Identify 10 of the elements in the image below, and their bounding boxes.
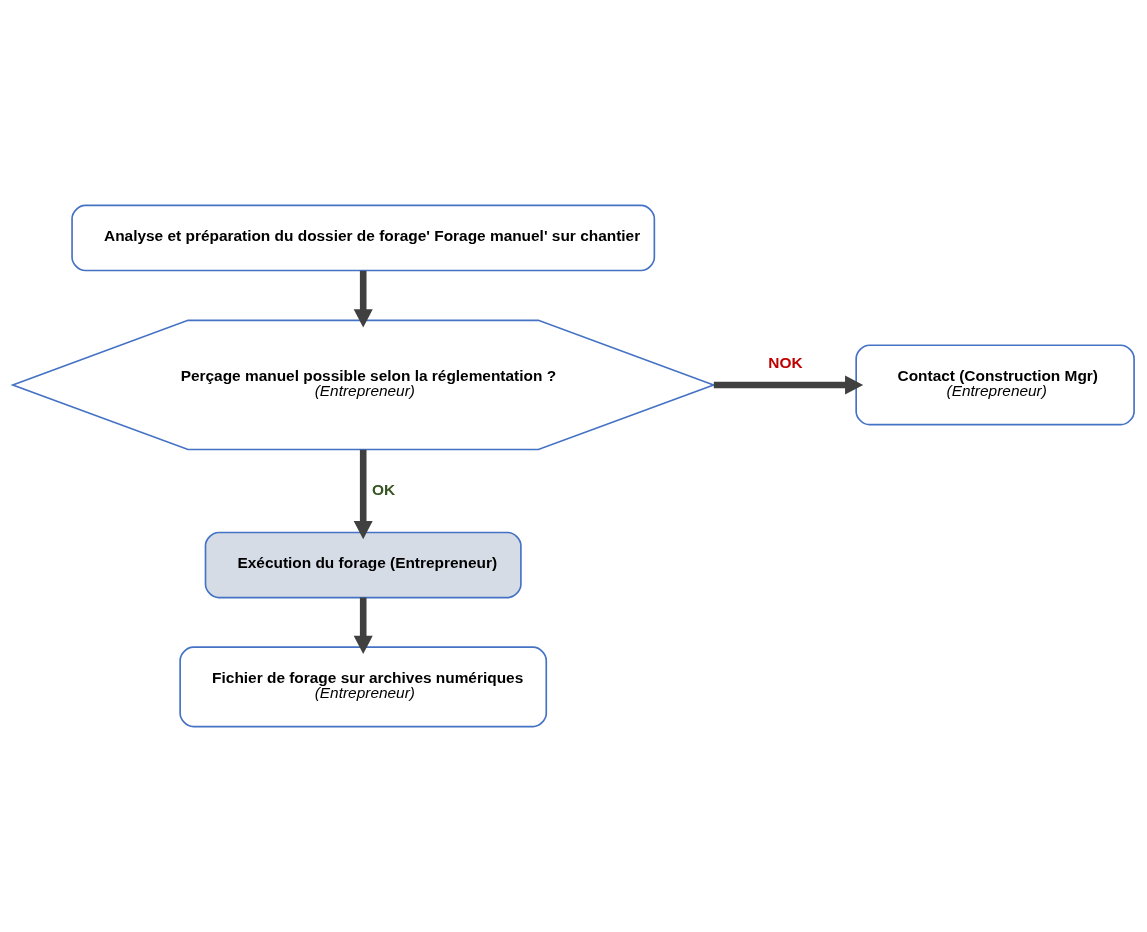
arrow (713, 375, 864, 395)
node-box: Fichier de forage sur archives numériques (Entrepreneur) (179, 646, 548, 728)
arrow (353, 597, 373, 654)
arrow (353, 270, 373, 328)
edge-label: NOK (768, 354, 803, 372)
node-box: Analyse et préparation du dossier de forage' Forage manuel' sur chantier (71, 204, 656, 272)
arrow (353, 449, 373, 540)
edge-label: OK (372, 480, 396, 498)
node-box: Exécution du forage (Entrepreneur) (204, 531, 522, 599)
node-box: Contact (Construction Mgr) (Entrepreneur) (855, 344, 1135, 426)
